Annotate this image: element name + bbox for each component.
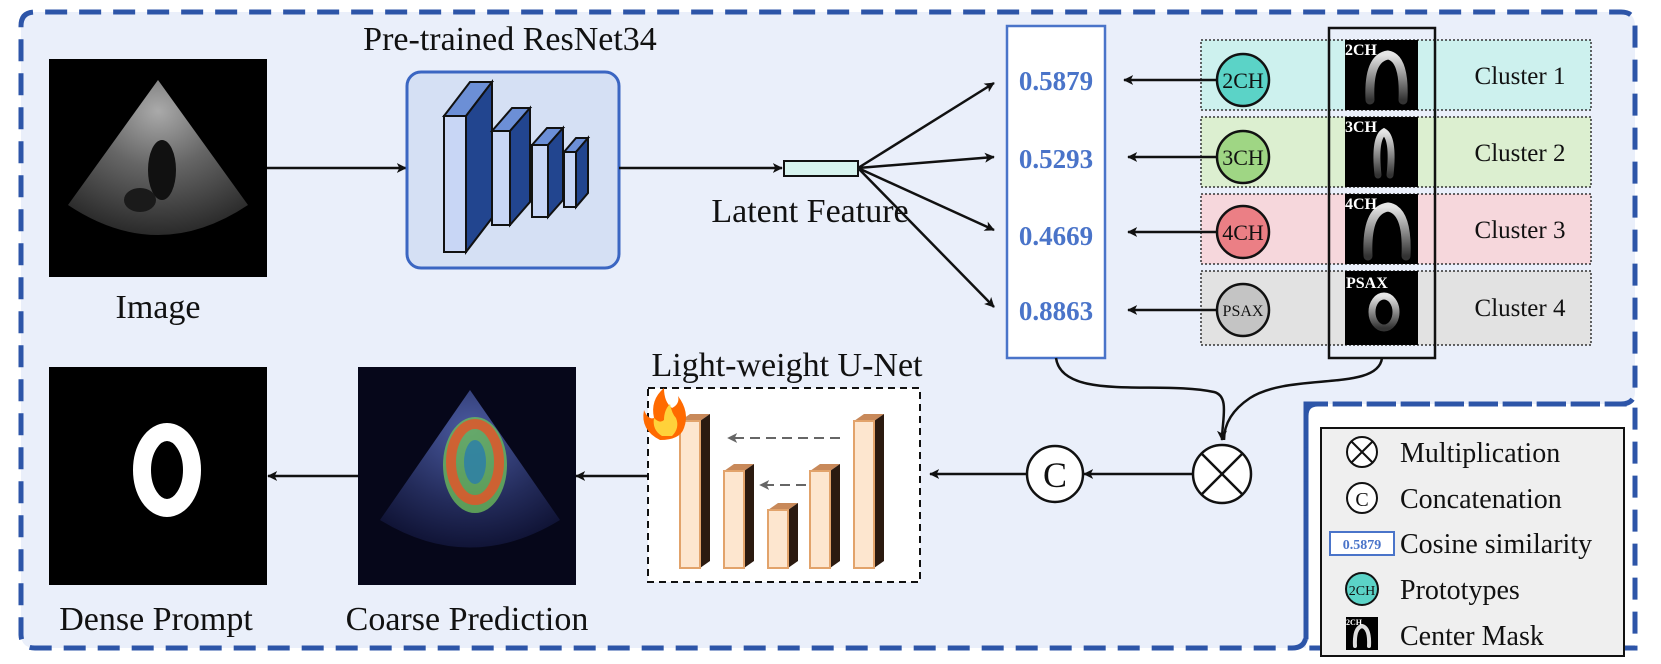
legend-dashed-frame (1303, 401, 1638, 651)
prototype-2ch (1215, 52, 1271, 108)
image-label: Image (116, 289, 201, 326)
coarse-heat-inner (464, 440, 486, 484)
similarity-box (1005, 24, 1107, 360)
similarity-3: 0.4669 (1019, 221, 1093, 251)
unet-label: Light-weight U-Net (652, 347, 924, 384)
dense-prompt-image (49, 367, 267, 585)
prototype-psax (1215, 282, 1271, 338)
curve-similarity-to-multiply (1054, 357, 1228, 441)
prototype-3ch (1215, 129, 1271, 185)
skip-connections (727, 433, 840, 490)
cluster-label-1: Cluster 1 (1475, 63, 1566, 90)
dense-mask-ring (133, 423, 201, 517)
legend-prototypes: Prototypes (1400, 575, 1520, 606)
mask-label-2: 3CH (1345, 119, 1378, 136)
center-masks: 2CH 3CH 4CH PSAX (1345, 40, 1418, 345)
coarse-heat-ring (446, 419, 504, 505)
prototype-2ch-label: 2CH (1222, 68, 1264, 93)
prototype-4ch-label: 4CH (1222, 220, 1264, 245)
legend-multiplication: Multiplication (1400, 438, 1560, 469)
legend-mask-icon (1346, 617, 1378, 650)
mask-label-4: PSAX (1346, 275, 1388, 292)
prototype-psax-label: PSAX (1223, 303, 1264, 320)
backbone-label: Pre-trained ResNet34 (363, 21, 657, 58)
prototype-4ch (1215, 204, 1271, 260)
legend-mask-example: 2CH (1346, 618, 1363, 627)
similarity-2: 0.5293 (1019, 144, 1093, 174)
legend-multiply-icon (1346, 436, 1378, 468)
coarse-label: Coarse Prediction (346, 601, 589, 638)
legend-concatenation: Concatenation (1400, 484, 1562, 515)
prototype-3ch-label: 3CH (1222, 145, 1264, 170)
cluster-label-2: Cluster 2 (1475, 140, 1566, 167)
unet-bars (679, 414, 884, 569)
resnet-blocks (441, 79, 591, 255)
ultrasound-cavity (148, 140, 176, 200)
top-dashed-frame (18, 9, 1638, 651)
latent-fan-arrows (857, 81, 995, 308)
legend-cosine-example: 0.5879 (1343, 538, 1382, 553)
legend-concat-icon (1346, 482, 1378, 514)
latent-label: Latent Feature (711, 193, 908, 230)
legend-center-mask: Center Mask (1400, 621, 1544, 652)
legend-concat-symbol: C (1355, 489, 1368, 511)
fire-icon (643, 388, 686, 440)
cluster-label-4: Cluster 4 (1475, 295, 1566, 322)
legend-prototype-icon (1345, 572, 1379, 606)
concat-symbol: C (1043, 455, 1067, 495)
cluster-label-3: Cluster 3 (1475, 217, 1566, 244)
ultrasound-cavity-2 (124, 188, 156, 212)
legend-cosine-icon (1329, 531, 1395, 556)
legend-cosine: Cosine similarity (1400, 529, 1592, 560)
multiply-operator (1191, 443, 1253, 505)
mask-label-1: 2CH (1345, 42, 1378, 59)
similarity-4: 0.8863 (1019, 296, 1093, 326)
legend-prototype-example: 2CH (1349, 584, 1375, 599)
prototype-arrows (1123, 75, 1216, 315)
similarity-1: 0.5879 (1019, 66, 1093, 96)
latent-feature-bar (783, 160, 859, 177)
mask-label-3: 4CH (1345, 196, 1378, 213)
dense-label: Dense Prompt (59, 601, 253, 638)
curve-mask-to-multiply (1222, 357, 1384, 441)
